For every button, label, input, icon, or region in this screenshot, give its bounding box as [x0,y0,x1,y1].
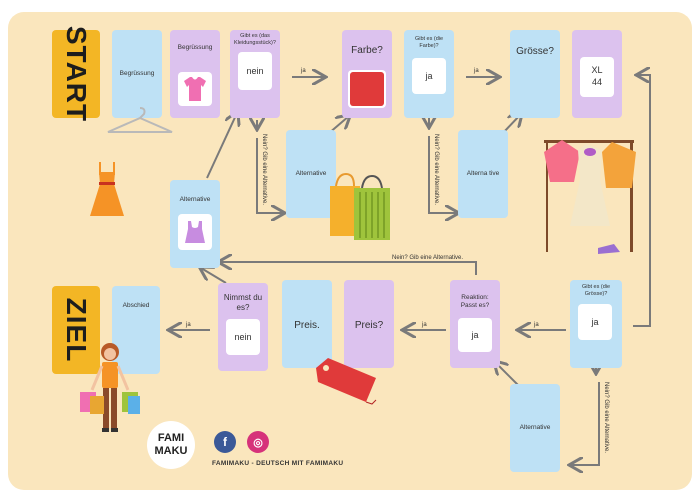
facebook-icon[interactable]: f [214,431,236,453]
famimaku-logo[interactable]: FAMI MAKU [147,421,195,469]
card-alternative-1: Alternative [286,130,336,218]
top-frame [178,214,212,250]
answer-garment: nein [238,52,272,90]
answer-size-text: XL 44 [591,65,603,87]
arrow-take-it-to-alt2 [201,268,227,284]
card-question-color: Farbe? [342,30,392,118]
instagram-icon[interactable]: ◎ [247,431,269,453]
lilac-top-icon [185,221,205,243]
take-it-label: Nimmst du es? [223,293,263,312]
shopping-bags-icon [330,172,390,240]
answer-size-check: ja [578,304,612,340]
arrow-right-edge-to-size [633,75,651,327]
note-ja-2: ja [474,68,479,74]
note-ja-3: ja [534,322,539,328]
arrow-alt2-to-garment [206,113,237,179]
card-greeting-1: Begrüssung [112,30,162,118]
facebook-glyph: f [223,435,227,449]
card-question-has-color: Gibt es (die Farbe)? ja [404,30,454,118]
greeting-2-label: Begrüssung [177,44,213,51]
price-tag-icon [316,358,377,405]
greeting-1-label: Begrüssung [119,70,155,78]
alternative-4-label: Alternative [519,424,551,432]
woman-shopper-icon [80,343,140,432]
logo-line-1: FAMI [157,432,185,444]
card-question-size: Grösse? [510,30,560,118]
alternative-3-label: Alterna tive [466,170,500,178]
price-label: Preis. [294,320,320,331]
card-question-has-size: Gibt es (die Grösse)? ja [570,280,622,368]
note-ja-1: ja [301,68,306,74]
card-answer-size: XL 44 [572,30,622,118]
note-no-alternative-3: Nein? Gib eine Alternative. [392,255,464,261]
price-question-label: Preis? [354,320,384,331]
start-label: START [61,25,92,123]
alternative-1-label: Alternative [295,170,327,178]
answer-size: XL 44 [580,57,614,97]
card-price-question: Preis? [344,280,394,368]
answer-color: ja [412,58,446,94]
arrow-no-to-alternative-4 [571,382,600,465]
red-color-swatch [350,72,384,106]
question-garment-label: Gibt es (das Kleidungsstück)? [234,33,276,46]
note-no-alternative-2: Nein? Gib eine Alternative. [433,134,439,206]
reaction-label: Reaktion: Passt es? [460,294,490,309]
question-has-color-label: Gibt es (die Farbe)? [414,36,444,49]
arrow-no-to-alternative-3 [428,136,457,213]
alternative-2-label: Alternative [179,196,211,203]
logo-line-2: MAKU [154,445,188,457]
card-question-garment: Gibt es (das Kleidungsstück)? nein [230,30,280,118]
arrow-no-to-alternative-1 [256,138,283,213]
pink-shirt-icon [184,77,206,101]
question-size-label: Grösse? [516,46,554,57]
card-greeting-2: Begrüssung [170,30,220,118]
note-ja-4: ja [422,322,427,328]
answer-reaction: ja [458,318,492,352]
instagram-glyph: ◎ [253,436,263,449]
card-farewell: Abschied [112,286,160,374]
question-color-label: Farbe? [351,45,383,56]
farewell-label: Abschied [122,302,150,309]
card-price: Preis. [282,280,332,368]
card-alternative-3: Alterna tive [458,130,508,218]
goal-banner: ZIEL [52,286,100,374]
card-reaction: Reaktion: Passt es? ja [450,280,500,368]
orange-dress-icon [90,162,124,216]
question-has-size-label: Gibt es (die Grösse)? [581,284,611,297]
color-swatch-frame [348,70,386,108]
card-take-it: Nimmst du es? nein [218,283,268,371]
card-alternative-2: Alternative [170,180,220,268]
note-ja-5: ja [186,322,191,328]
shirt-frame [178,72,212,106]
hanger-icon [107,107,173,133]
card-alternative-4: Alternative [510,384,560,472]
arrow-reaction-no-to-alt2 [220,262,477,275]
start-banner: START [52,26,100,122]
note-no-alternative-4: Nein? Gib eine Alternative. [603,382,609,454]
footer-text: FAMIMAKU - DEUTSCH MIT FAMIMAKU [212,460,344,467]
answer-take-it: nein [226,319,260,355]
note-no-alternative-1: Nein? Gib eine Alternative. [261,134,267,206]
clothes-rack-icon [544,140,636,254]
